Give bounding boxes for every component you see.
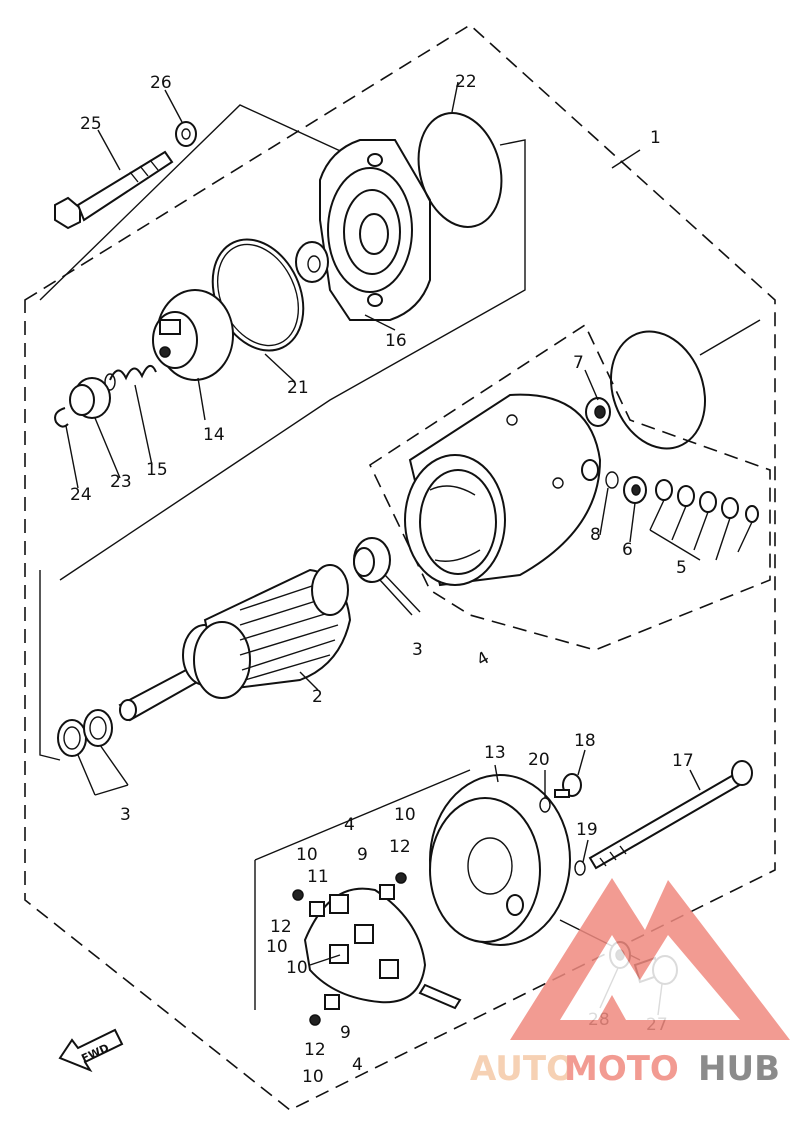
automotohub-logo: AUTO MOTO HUB bbox=[470, 878, 790, 1089]
callout-26: 26 bbox=[150, 73, 172, 93]
screw-18 bbox=[554, 773, 582, 798]
washers-5 bbox=[649, 479, 759, 561]
callout-17: 17 bbox=[672, 751, 694, 771]
callout-4-yoke: 4 bbox=[474, 648, 493, 671]
yoke-housing bbox=[404, 393, 602, 587]
washer-26 bbox=[175, 121, 197, 147]
brush-9-upper bbox=[379, 884, 395, 900]
spring-12-upper bbox=[395, 872, 407, 884]
washers-3-lower bbox=[57, 709, 129, 796]
callout-10-bottom: 10 bbox=[302, 1067, 324, 1087]
front-cover-16 bbox=[319, 139, 431, 321]
brush-plate bbox=[303, 887, 462, 1010]
bolt-25 bbox=[54, 150, 174, 230]
o-ring-right bbox=[609, 330, 707, 450]
callout-20: 20 bbox=[528, 750, 550, 770]
callout-23: 23 bbox=[110, 472, 132, 492]
holder-14 bbox=[152, 289, 234, 381]
logo-triangle-inner bbox=[560, 935, 740, 1020]
callout-7: 7 bbox=[573, 353, 584, 373]
through-bolt-17 bbox=[588, 760, 753, 870]
washer-8 bbox=[605, 471, 619, 489]
bushing-23 bbox=[69, 377, 111, 419]
spring-12-left bbox=[292, 889, 304, 901]
assembly-outline bbox=[24, 24, 776, 1111]
washer-19 bbox=[574, 860, 586, 876]
callout-13: 13 bbox=[484, 743, 506, 763]
callout-3-lower: 3 bbox=[120, 805, 131, 825]
callout-4-upper: 4 bbox=[344, 815, 355, 835]
bushing-3-upper bbox=[353, 537, 421, 616]
callout-15: 15 bbox=[146, 460, 168, 480]
yoke-subassembly-outline bbox=[368, 323, 771, 651]
logo-text-hub: HUB bbox=[698, 1049, 780, 1089]
callout-4-lower: 4 bbox=[352, 1055, 363, 1075]
spring-12-lower bbox=[309, 1014, 321, 1026]
fwd-arrow: FWD bbox=[58, 1028, 124, 1073]
leader-lines bbox=[65, 81, 701, 1016]
logo-text-moto: MOTO bbox=[564, 1049, 679, 1089]
callout-10-upper-left: 10 bbox=[296, 845, 318, 865]
callout-2: 2 bbox=[312, 687, 323, 707]
armature-bracket bbox=[39, 570, 61, 761]
callout-3-upper: 3 bbox=[412, 640, 423, 660]
callout-11: 11 bbox=[307, 867, 329, 887]
callout-10-left: 10 bbox=[266, 937, 288, 957]
callout-10-mid: 10 bbox=[286, 958, 308, 978]
circlip-24 bbox=[54, 407, 69, 428]
washer-6 bbox=[623, 476, 647, 504]
cover-washer bbox=[295, 241, 329, 283]
callout-12-left: 12 bbox=[270, 917, 292, 937]
callout-1: 1 bbox=[650, 128, 661, 148]
callout-10-upper-right: 10 bbox=[394, 805, 416, 825]
callout-18: 18 bbox=[574, 731, 596, 751]
callout-9-lower: 9 bbox=[340, 1023, 351, 1043]
callout-8: 8 bbox=[590, 525, 601, 545]
callout-24: 24 bbox=[70, 485, 92, 505]
callout-12-bottom: 12 bbox=[304, 1040, 326, 1060]
front-group-bracket bbox=[39, 104, 526, 581]
callout-21: 21 bbox=[287, 378, 309, 398]
callout-16: 16 bbox=[385, 331, 407, 351]
spring-15 bbox=[104, 365, 157, 391]
callout-19: 19 bbox=[576, 820, 598, 840]
armature-2 bbox=[118, 564, 352, 722]
callout-22: 22 bbox=[455, 72, 477, 92]
rear-cover-13 bbox=[429, 774, 571, 946]
callout-5: 5 bbox=[676, 558, 687, 578]
callout-9-upper: 9 bbox=[357, 845, 368, 865]
callout-14: 14 bbox=[203, 425, 225, 445]
callout-12-upper: 12 bbox=[389, 837, 411, 857]
callout-25: 25 bbox=[80, 114, 102, 134]
callout-6: 6 bbox=[622, 540, 633, 560]
o-ring-22 bbox=[417, 112, 503, 228]
logo-text-auto: AUTO bbox=[470, 1049, 575, 1089]
